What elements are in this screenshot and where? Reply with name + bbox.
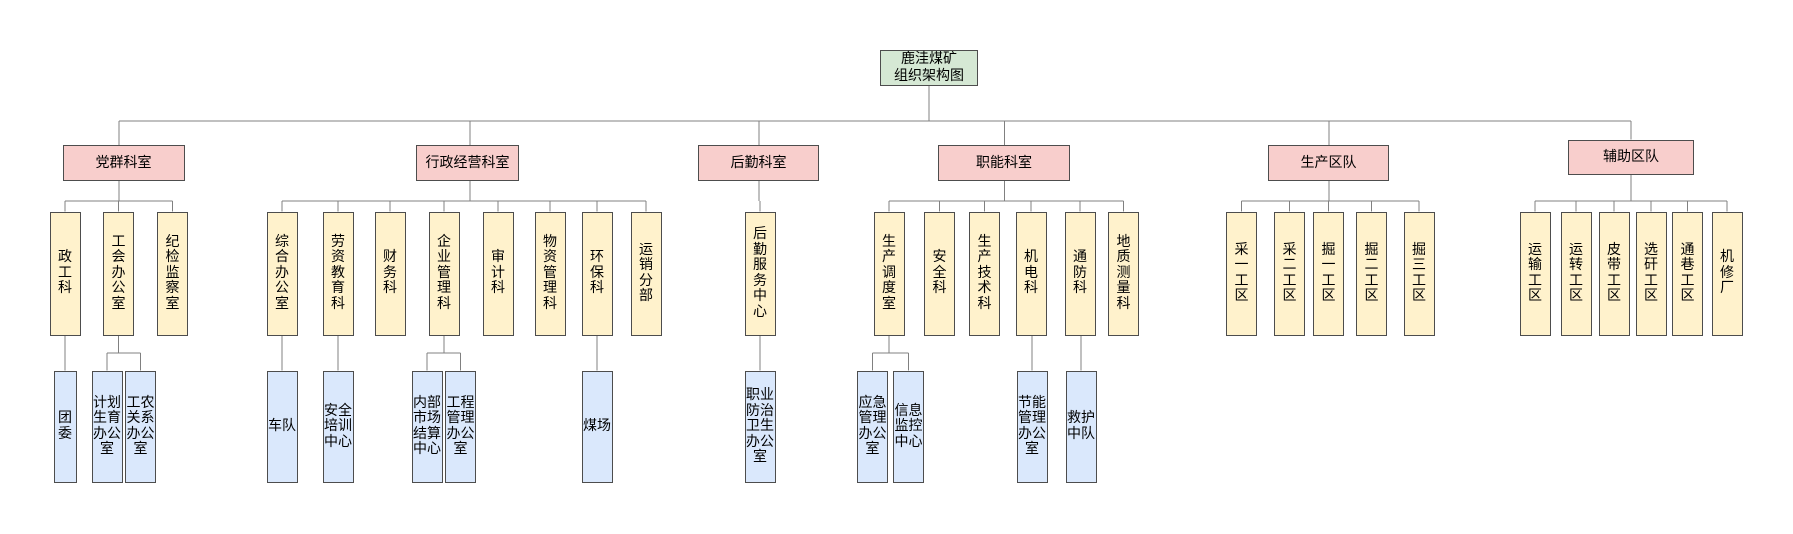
org-box-section-label: 地 质 测 量 科 xyxy=(1116,233,1131,312)
org-box-section[interactable]: 财 务 科 xyxy=(374,211,406,336)
org-box-department-label: 后勤科室 xyxy=(730,154,787,171)
org-box-section[interactable]: 通 防 科 xyxy=(1064,211,1096,336)
org-box-office-label: 工农 关系 办公 室 xyxy=(126,394,155,458)
org-box-section[interactable]: 运 输 工 区 xyxy=(1519,211,1551,336)
org-box-office-label: 车队 xyxy=(268,418,296,434)
org-box-section-label: 机 修 厂 xyxy=(1720,249,1734,297)
org-box-section[interactable]: 采 二 工 区 xyxy=(1274,211,1305,336)
org-box-section[interactable]: 地 质 测 量 科 xyxy=(1108,211,1139,336)
org-box-section[interactable]: 企 业 管 理 科 xyxy=(428,211,460,336)
org-box-office-label: 煤场 xyxy=(583,418,611,434)
org-box-department[interactable]: 辅助区队 xyxy=(1567,139,1695,175)
org-box-section-label: 采 一 工 区 xyxy=(1234,241,1249,304)
org-box-office[interactable]: 车队 xyxy=(266,370,298,483)
org-box-section[interactable]: 运 销 分 部 xyxy=(630,211,662,336)
org-box-section[interactable]: 工 会 办 公 室 xyxy=(103,211,134,336)
org-box-office[interactable]: 团 委 xyxy=(53,370,77,483)
org-box-section[interactable]: 后 勤 服 务 中 心 xyxy=(744,211,776,336)
org-box-section-label: 采 二 工 区 xyxy=(1282,241,1297,304)
org-box-section[interactable]: 选 矸 工 区 xyxy=(1635,211,1667,336)
org-box-office-label: 应急 管理 办公 室 xyxy=(858,394,887,458)
org-box-office-label: 信息 监控 中心 xyxy=(894,402,923,450)
org-box-root-label: 鹿洼煤矿 组织架构图 xyxy=(894,51,964,84)
org-box-section-label: 综 合 办 公 室 xyxy=(275,233,289,312)
org-box-office[interactable]: 内部 市场 结算 中心 xyxy=(411,370,443,483)
org-box-root[interactable]: 鹿洼煤矿 组织架构图 xyxy=(880,50,978,86)
org-box-office-label: 团 委 xyxy=(58,410,72,442)
org-box-section[interactable]: 环 保 科 xyxy=(581,211,613,336)
org-box-office[interactable]: 煤场 xyxy=(581,370,613,483)
org-box-section[interactable]: 生 产 技 术 科 xyxy=(969,211,1000,336)
org-box-section[interactable]: 物 资 管 理 科 xyxy=(534,211,566,336)
org-box-department[interactable]: 行政经营科室 xyxy=(416,145,519,181)
org-box-office-label: 计划 生育 办公 室 xyxy=(93,394,121,458)
org-box-section-label: 生 产 技 术 科 xyxy=(977,233,992,312)
org-box-office[interactable]: 安全 培训 中心 xyxy=(322,370,354,483)
org-box-section[interactable]: 掘 一 工 区 xyxy=(1313,211,1344,336)
org-box-section-label: 劳 资 教 育 科 xyxy=(331,233,345,312)
org-box-office[interactable]: 计划 生育 办公 室 xyxy=(91,370,123,483)
org-box-section-label: 物 资 管 理 科 xyxy=(543,233,557,312)
org-box-section-label: 掘 一 工 区 xyxy=(1321,241,1336,304)
org-box-office[interactable]: 信息 监控 中心 xyxy=(893,370,924,483)
org-box-office[interactable]: 救护 中队 xyxy=(1065,370,1097,483)
org-box-section-label: 运 销 分 部 xyxy=(639,241,653,304)
org-box-section-label: 安 全 科 xyxy=(932,249,947,297)
org-box-section[interactable]: 掘 二 工 区 xyxy=(1356,211,1387,336)
org-box-section-label: 财 务 科 xyxy=(383,249,397,297)
org-box-section-label: 通 防 科 xyxy=(1073,249,1087,297)
org-box-section-label: 环 保 科 xyxy=(590,249,604,297)
org-box-office[interactable]: 节能 管理 办公 室 xyxy=(1016,370,1048,483)
org-box-office[interactable]: 应急 管理 办公 室 xyxy=(857,370,888,483)
org-box-section-label: 掘 二 工 区 xyxy=(1364,241,1379,304)
org-box-section-label: 运 转 工 区 xyxy=(1569,241,1583,304)
org-box-office[interactable]: 职业 防治 卫生 办公 室 xyxy=(744,370,776,483)
org-box-section[interactable]: 机 修 厂 xyxy=(1711,211,1743,336)
org-box-department-label: 职能科室 xyxy=(976,154,1032,171)
org-box-section[interactable]: 皮 带 工 区 xyxy=(1598,211,1630,336)
org-box-section-label: 企 业 管 理 科 xyxy=(437,233,451,312)
org-box-section-label: 选 矸 工 区 xyxy=(1644,241,1658,304)
org-box-section[interactable]: 审 计 科 xyxy=(482,211,514,336)
org-box-office-label: 节能 管理 办公 室 xyxy=(1018,394,1046,458)
org-box-section-label: 纪 检 监 察 室 xyxy=(165,233,180,312)
org-box-section-label: 生 产 调 度 室 xyxy=(882,233,896,312)
org-box-section[interactable]: 掘 三 工 区 xyxy=(1403,211,1435,336)
org-box-section-label: 机 电 科 xyxy=(1024,249,1038,297)
org-box-office[interactable]: 工程 管理 办公 室 xyxy=(445,370,476,483)
org-box-section[interactable]: 政 工 科 xyxy=(49,211,81,336)
org-box-section[interactable]: 劳 资 教 育 科 xyxy=(322,211,354,336)
org-box-department[interactable]: 党群科室 xyxy=(62,145,185,181)
org-box-section[interactable]: 采 一 工 区 xyxy=(1226,211,1257,336)
org-box-office-label: 职业 防治 卫生 办公 室 xyxy=(746,387,774,465)
org-box-section[interactable]: 机 电 科 xyxy=(1015,211,1047,336)
org-box-department[interactable]: 职能科室 xyxy=(938,145,1070,181)
org-box-section-label: 皮 带 工 区 xyxy=(1607,241,1621,304)
org-box-section-label: 后 勤 服 务 中 心 xyxy=(753,226,767,320)
org-box-department-label: 党群科室 xyxy=(95,154,152,171)
org-box-office-label: 内部 市场 结算 中心 xyxy=(413,394,441,458)
org-box-office[interactable]: 工农 关系 办公 室 xyxy=(125,370,156,483)
org-box-section-label: 工 会 办 公 室 xyxy=(111,233,126,312)
org-box-section-label: 政 工 科 xyxy=(58,249,72,297)
org-box-section-label: 通 巷 工 区 xyxy=(1680,241,1695,304)
org-box-section-label: 运 输 工 区 xyxy=(1528,241,1542,304)
org-box-section[interactable]: 安 全 科 xyxy=(924,211,955,336)
org-box-department-label: 行政经营科室 xyxy=(425,154,510,171)
org-box-section[interactable]: 生 产 调 度 室 xyxy=(873,211,905,336)
org-box-section[interactable]: 纪 检 监 察 室 xyxy=(157,211,188,336)
org-box-section-label: 审 计 科 xyxy=(491,249,505,297)
org-box-office-label: 工程 管理 办公 室 xyxy=(446,394,475,458)
org-box-section[interactable]: 综 合 办 公 室 xyxy=(266,211,298,336)
org-box-section[interactable]: 运 转 工 区 xyxy=(1560,211,1592,336)
org-box-department-label: 辅助区队 xyxy=(1603,149,1659,166)
org-box-section-label: 掘 三 工 区 xyxy=(1412,241,1426,304)
org-box-department-label: 生产区队 xyxy=(1300,154,1357,171)
org-box-department[interactable]: 后勤科室 xyxy=(698,145,819,181)
org-box-section[interactable]: 通 巷 工 区 xyxy=(1672,211,1703,336)
org-box-office-label: 救护 中队 xyxy=(1067,410,1095,442)
org-box-department[interactable]: 生产区队 xyxy=(1268,145,1389,181)
org-box-office-label: 安全 培训 中心 xyxy=(324,402,352,450)
